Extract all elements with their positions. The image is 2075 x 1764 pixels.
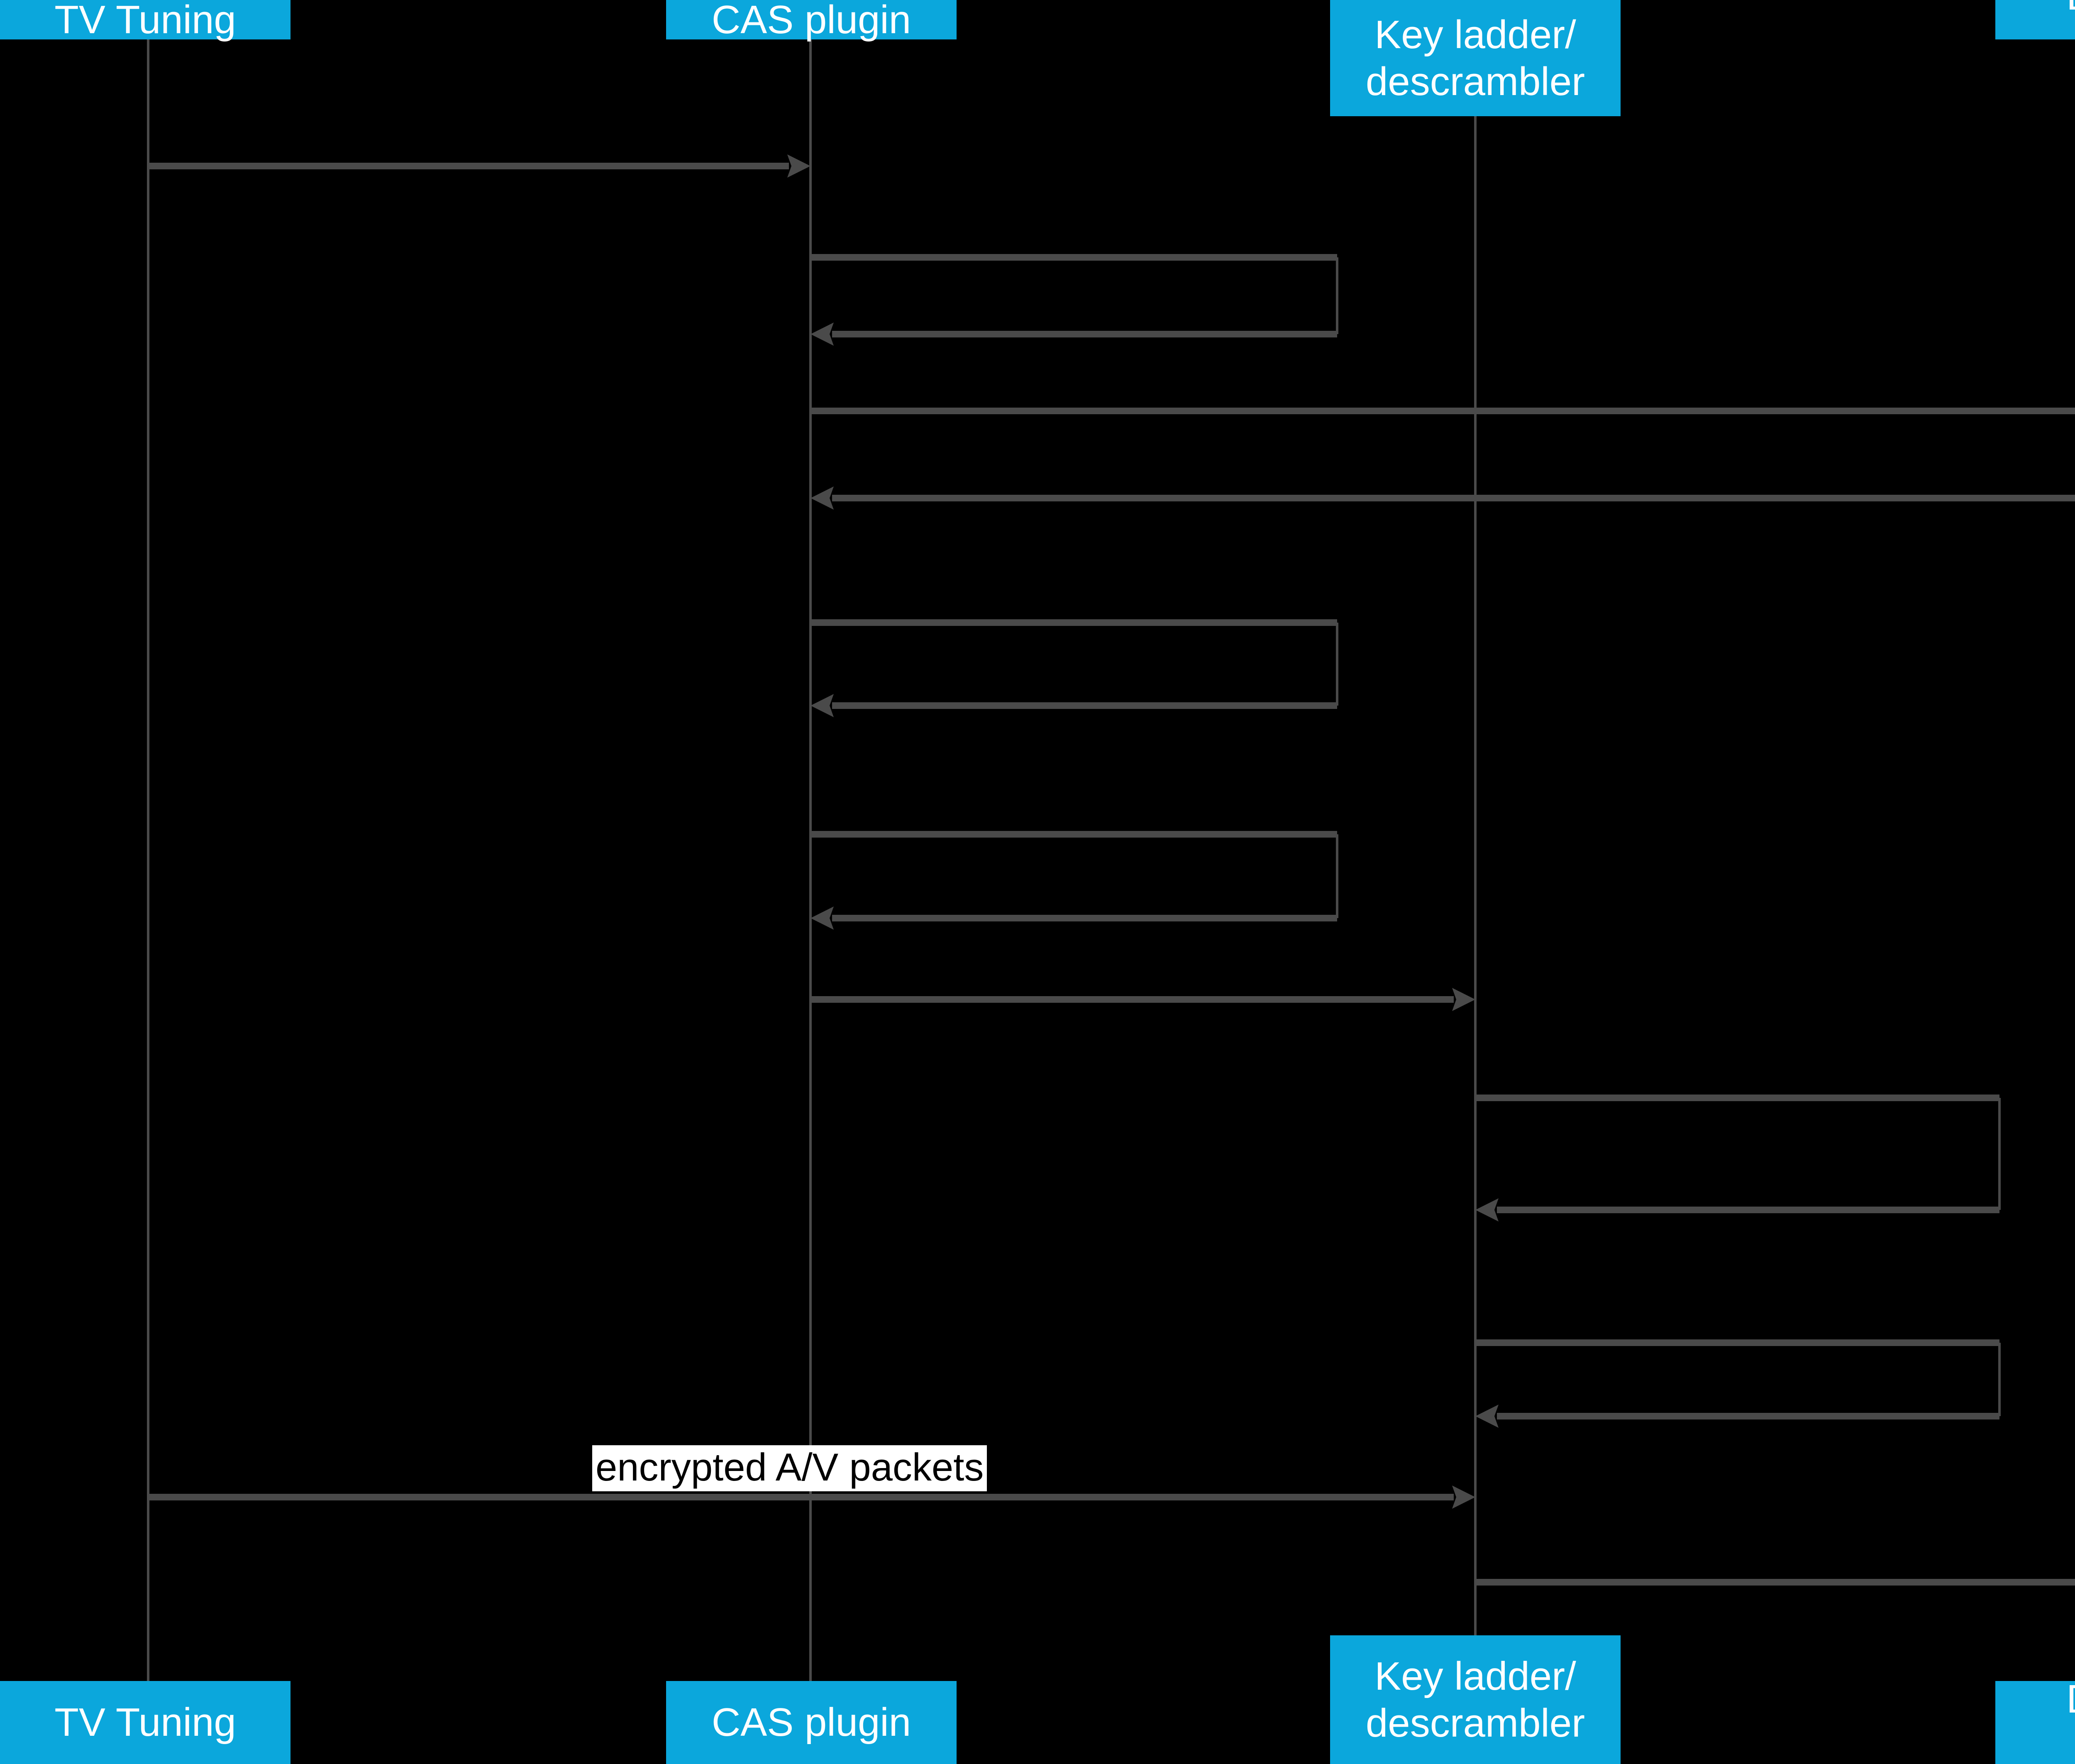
participant-label: Key ladder/ descrambler [1365, 12, 1585, 104]
message-m11 [1475, 1579, 2075, 1586]
participant-header-key-ladder-descrambler[interactable]: Key ladder/ descrambler [1330, 0, 1621, 116]
message-m4 [810, 486, 2075, 510]
message-m1 [148, 154, 810, 178]
arrowhead-left-icon [810, 486, 834, 510]
self-message-m6 [810, 831, 1338, 930]
arrowhead-left-icon [1475, 1198, 1499, 1222]
arrowhead-left-icon [810, 906, 834, 930]
participant-label: Decode, display [2003, 1676, 2075, 1764]
participant-header-cas-plugin[interactable]: CAS plugin [666, 0, 957, 42]
messages-group [148, 154, 2075, 1586]
message-label-m10: encrypted A/V packets [592, 1445, 987, 1491]
arrowhead-left-icon [810, 323, 834, 346]
self-message-m2 [810, 254, 1338, 346]
participant-footer-decode-display[interactable]: Decode, display [1995, 1677, 2075, 1764]
participant-label: CAS plugin [711, 0, 911, 42]
self-message-m9 [1475, 1339, 2001, 1428]
self-message-m8 [1475, 1095, 2001, 1222]
message-m10 [148, 1485, 1475, 1509]
participant-label: CAS plugin [711, 1700, 911, 1745]
participant-header-decode-display[interactable]: Decode, display [1995, 0, 2075, 39]
message-m7 [810, 988, 1475, 1011]
participant-footer-key-ladder-descrambler[interactable]: Key ladder/ descrambler [1330, 1635, 1621, 1764]
self-message-m5 [810, 619, 1338, 717]
arrowhead-left-icon [1475, 1405, 1499, 1428]
arrowhead-right-icon [1452, 1485, 1475, 1509]
participant-label: TV Tuning [54, 1700, 236, 1745]
lifelines-group [147, 39, 1477, 1681]
participant-label: Decode, display [2003, 0, 2075, 67]
participant-label: TV Tuning [54, 0, 236, 42]
participant-label: Key ladder/ descrambler [1365, 1654, 1585, 1745]
arrowhead-left-icon [810, 694, 834, 717]
participant-header-tv-tuning[interactable]: TV Tuning [0, 0, 290, 42]
message-m3 [810, 408, 2075, 414]
arrowhead-right-icon [1452, 988, 1475, 1011]
arrowhead-right-icon [787, 154, 810, 178]
participant-footer-cas-plugin[interactable]: CAS plugin [666, 1681, 957, 1764]
participant-footer-tv-tuning[interactable]: TV Tuning [0, 1681, 290, 1764]
